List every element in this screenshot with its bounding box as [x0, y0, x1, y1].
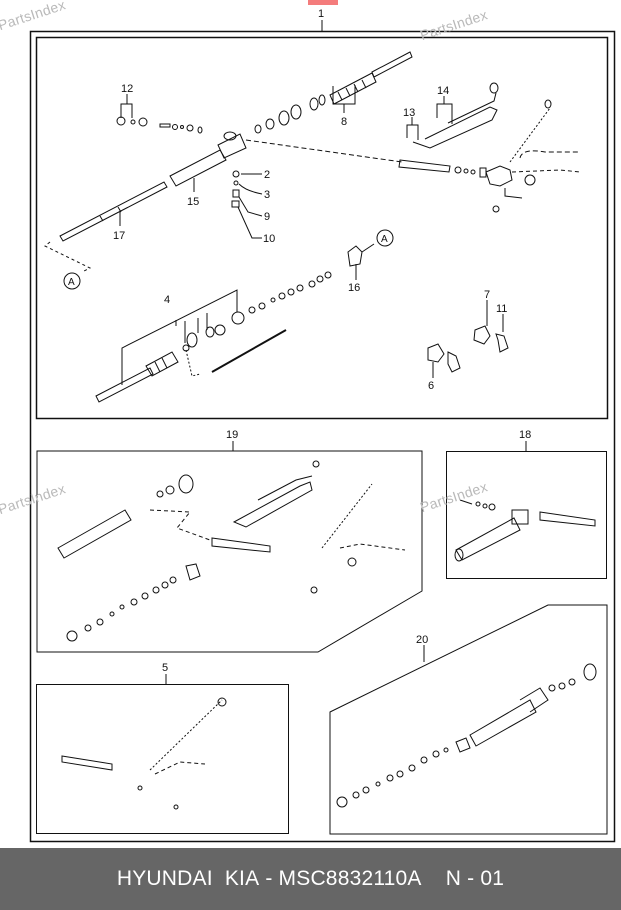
panel-5-frame — [36, 684, 289, 834]
footer-separator: - — [259, 867, 279, 890]
callout-3: 3 — [264, 189, 270, 201]
rack-4 — [95, 367, 154, 403]
inner-frame-main — [35, 36, 609, 420]
callout-12: 12 — [121, 83, 133, 95]
callout-20: 20 — [416, 634, 428, 646]
callout-6: 6 — [428, 380, 434, 392]
panel-19-frame — [36, 450, 423, 653]
panel-18-frame — [446, 451, 607, 579]
ref-A-lower: A — [68, 277, 75, 288]
panel-20-frame — [329, 604, 608, 835]
callout-10: 10 — [263, 233, 275, 245]
ref-A-upper: A — [381, 234, 388, 245]
footer-bar: HYUNDAI KIA - MSC8832110A N - 01 — [0, 848, 621, 910]
callout-13: 13 — [403, 107, 415, 119]
callout-8: 8 — [341, 116, 347, 128]
pinion-housing — [398, 159, 451, 173]
callout-18: 18 — [519, 429, 531, 441]
callout-9: 9 — [264, 211, 270, 223]
callout-11: 11 — [496, 303, 507, 315]
component-16 — [347, 243, 375, 280]
callout-19: 19 — [226, 429, 238, 441]
callout-5: 5 — [162, 662, 168, 674]
highlight-marker — [308, 0, 338, 5]
panel-19-seal-chain — [66, 576, 177, 642]
callout-4: 4 — [164, 294, 170, 306]
callout-15: 15 — [187, 196, 199, 208]
callout-17: 17 — [113, 230, 125, 242]
footer-part-number: MSC8832110A — [278, 867, 422, 890]
footer-page: N - 01 — [445, 867, 505, 890]
callout-16: 16 — [348, 282, 360, 294]
callout-2: 2 — [264, 169, 270, 181]
callout-1: 1 — [318, 8, 324, 20]
callout-7: 7 — [484, 289, 490, 301]
footer-gap — [422, 867, 446, 891]
panel-20-seal-chain — [336, 747, 449, 808]
shaft-15 — [169, 131, 247, 187]
footer-brand: HYUNDAI KIA — [116, 867, 260, 890]
callout-14: 14 — [437, 85, 449, 97]
outer-frame — [29, 30, 616, 843]
parts-diagram: 1 12 8 14 13 2 3 9 10 15 17 16 4 7 11 6 … — [29, 8, 616, 843]
